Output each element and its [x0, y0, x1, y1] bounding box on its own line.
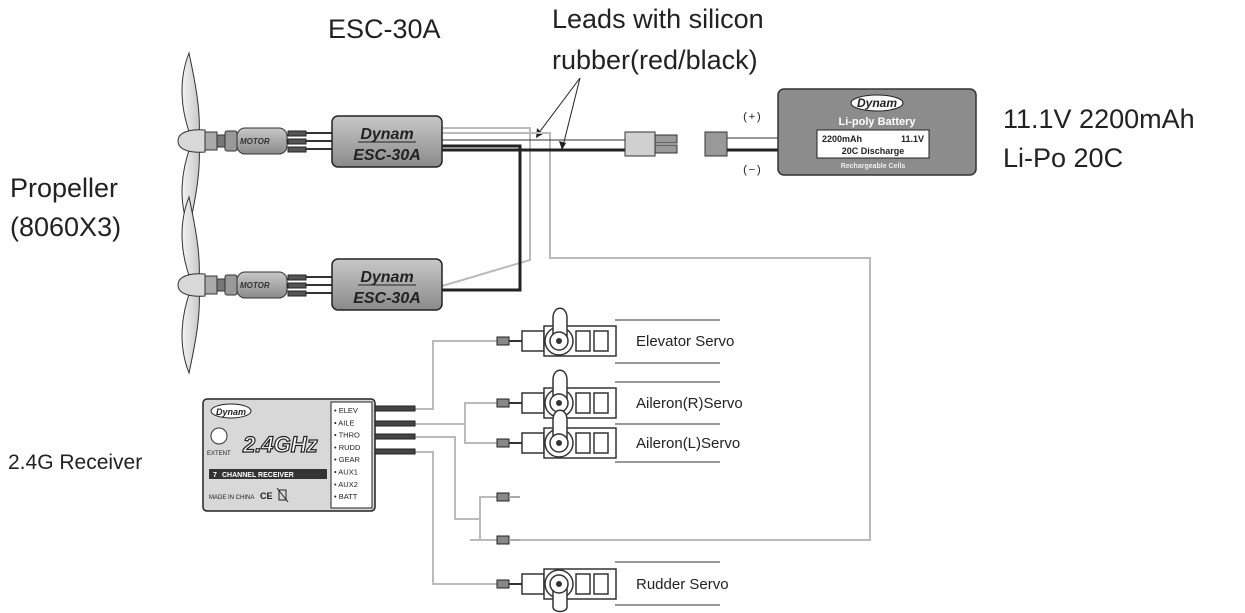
propeller-label-line1: Propeller	[10, 173, 118, 203]
rudder-servo-label: Rudder Servo	[636, 576, 729, 593]
battery-capacity: 2200mAh	[822, 134, 862, 144]
ce-mark: CE	[260, 491, 273, 501]
battery-title: Li-poly Battery	[838, 116, 916, 128]
battery-footer: Rechargeable Cells	[841, 163, 906, 170]
receiver-label: 2.4G Receiver	[8, 451, 142, 474]
motor-leads-bottom	[287, 274, 332, 297]
battery-plus-label: (+)	[742, 112, 762, 124]
leads-pointer-arrow	[562, 77, 581, 147]
elevator-servo-label: Elevator Servo	[636, 333, 734, 350]
receiver-channel-label: • ELEV	[334, 406, 358, 415]
extent-label: EXTENT	[207, 451, 231, 457]
extent-button	[210, 427, 228, 445]
signal-wire	[441, 127, 531, 287]
receiver-servo-wiring	[415, 319, 720, 606]
leads-pointer-arrow	[537, 77, 581, 135]
plug-pin	[654, 144, 678, 154]
deans-socket	[704, 131, 728, 157]
deans-plug	[624, 131, 656, 157]
plug-pin	[654, 134, 678, 144]
receiver-unit: Dynam EXTENT 2.4GHz 7 CHANNEL RECEIVER M…	[202, 398, 416, 512]
receiver-channel-count: 7	[213, 472, 217, 479]
receiver-logo: 2.4GHz	[242, 432, 318, 457]
esc-top: Dynam ESC-30A	[331, 115, 443, 168]
leads-label-line2: rubber(red/black)	[552, 45, 758, 75]
receiver-channel-label: • GEAR	[334, 455, 361, 464]
aileron-l-servo: Aileron(L)Servo	[496, 409, 740, 459]
rudder-servo: Rudder Servo	[496, 568, 729, 613]
power-lead-black	[442, 144, 522, 292]
leads-label-line1: Leads with silicon	[552, 4, 764, 34]
receiver-channel-label: • THRO	[334, 431, 360, 440]
propeller-motor-top: MOTOR	[177, 52, 288, 230]
esc-bottom: Dynam ESC-30A	[331, 258, 443, 311]
receiver-channel-label: • BATT	[334, 492, 358, 501]
receiver-channel-label: • AILE	[334, 418, 355, 427]
esc-model: ESC-30A	[353, 290, 421, 307]
weee-bin-icon	[278, 489, 287, 501]
receiver-channel-list: • ELEV • AILE • THRO • RUDD • GEAR • AUX1 • AU…	[334, 406, 361, 501]
battery-spec-line2: Li-Po 20C	[1003, 143, 1123, 173]
esc-title: ESC-30A	[328, 14, 441, 44]
aileron-r-servo: Aileron(R)Servo	[496, 369, 743, 419]
motor-leads-top	[287, 130, 332, 153]
receiver-channel-label: CHANNEL RECEIVER	[222, 472, 294, 479]
esc-brand: Dynam	[360, 126, 413, 143]
battery-spec-line1: 11.1V 2200mAh	[1003, 104, 1195, 134]
esc-model: ESC-30A	[353, 147, 421, 164]
receiver-channel-label: • RUDD	[334, 443, 361, 452]
battery-voltage: 11.1V	[901, 134, 924, 144]
made-in-label: MADE IN CHINA	[209, 495, 254, 501]
weee-bin-icon	[276, 487, 289, 503]
battery-discharge: 20C Discharge	[842, 146, 905, 156]
propeller-motor-bottom: MOTOR	[177, 196, 288, 374]
elevator-servo: Elevator Servo	[496, 307, 734, 357]
signal-wire	[442, 132, 871, 541]
motor-label: MOTOR	[240, 137, 270, 146]
esc-brand: Dynam	[360, 269, 413, 286]
battery-pack: Dynam Li-poly Battery 2200mAh 11.1V 20C …	[777, 88, 977, 176]
battery-minus-label: (−)	[742, 165, 762, 177]
propeller-label-line2: (8060X3)	[10, 212, 121, 242]
motor-label: MOTOR	[240, 281, 270, 290]
receiver-channel-label: • AUX1	[334, 468, 358, 477]
receiver-channel-label: • AUX2	[334, 480, 358, 489]
aileron-r-servo-label: Aileron(R)Servo	[636, 395, 743, 412]
aileron-l-servo-label: Aileron(L)Servo	[636, 435, 740, 452]
battery-brand-logo: Dynam	[857, 96, 897, 110]
receiver-brand-logo: Dynam	[216, 407, 246, 417]
arrowhead-icon	[559, 141, 566, 150]
